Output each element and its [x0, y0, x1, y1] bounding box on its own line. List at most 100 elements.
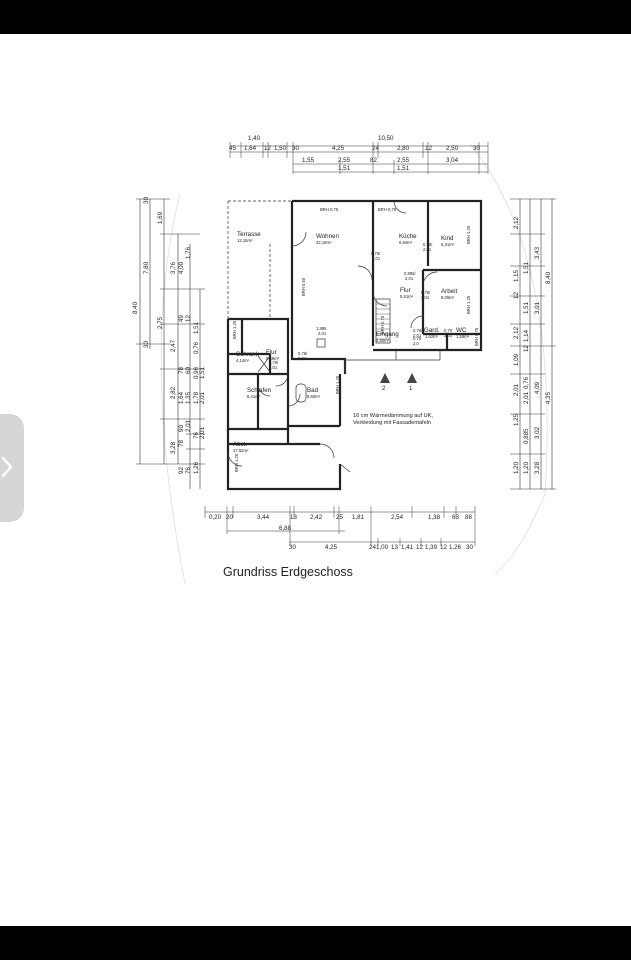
- dim-label: 1,26: [193, 461, 200, 474]
- door-labels: 0,76/ 2,01 0,76/ 2,01 0,885/ 2,01 0,76/ …: [269, 242, 453, 370]
- svg-text:12,15m²: 12,15m²: [237, 238, 253, 243]
- plan-title: Grundriss Erdgeschoss: [223, 565, 353, 579]
- room-bad: Bad 8,60m²: [307, 387, 321, 399]
- dim-label: 3,43: [534, 246, 541, 259]
- dim-label: 1,55: [302, 157, 315, 164]
- dim-label: 1,38: [428, 514, 441, 521]
- dim-label: 1,76: [185, 246, 192, 259]
- dim-label: 10,50: [378, 135, 394, 142]
- dimensions-bottom: 0,20 20 3,44 13 2,42 25 1,81 2,54 1,38 6…: [209, 514, 473, 551]
- dim-label: 3,44: [257, 514, 270, 521]
- room-flur-ost: Flur 5,51m²: [400, 287, 414, 299]
- svg-text:Abst.: Abst.: [233, 441, 247, 448]
- dim-label: 4,09: [534, 381, 541, 394]
- dimensions-left: 8,40 7,80 30 30 1,69 3,76 2,75 2,47 2,82…: [132, 197, 206, 474]
- dim-label: 3,01: [534, 301, 541, 314]
- dim-label: 1,69: [157, 211, 164, 224]
- dim-label: 13: [391, 544, 398, 551]
- dim-label: 76: [185, 467, 192, 474]
- dim-label: 88: [465, 514, 472, 521]
- dim-label: 1,39: [425, 544, 438, 551]
- dim-label: 12: [425, 145, 432, 152]
- dim-label: 24: [372, 145, 379, 152]
- door-label: 2,01: [372, 256, 381, 261]
- svg-text:16 cm Wärmedämmung auf UK,: 16 cm Wärmedämmung auf UK,: [353, 413, 433, 419]
- dim-label: 78: [178, 440, 185, 447]
- door-label: 2,0: [413, 341, 419, 346]
- dim-label: 30: [292, 145, 299, 152]
- svg-text:8,31m²: 8,31m²: [441, 242, 455, 247]
- room-schlafen: Schlafen 8,41m²: [247, 387, 272, 399]
- door-label: 0,885/: [404, 271, 416, 276]
- document-page: 2 1 Terrasse 12,15m² Wohnen 32,19m² Küch…: [0, 34, 631, 926]
- door-label: 0,76/: [269, 360, 279, 365]
- svg-text:Wohnen: Wohnen: [316, 233, 339, 240]
- brh-label: BRH 0,75: [378, 207, 397, 212]
- dim-label: 1,51: [193, 321, 200, 334]
- dim-label: 30: [466, 544, 473, 551]
- dim-label: 2,42: [310, 514, 323, 521]
- dim-label: 1,41: [401, 544, 414, 551]
- dim-label: 3,28: [534, 461, 541, 474]
- dimensions-right: 2,12 1,15 12 2,12 1,09 2,01 1,25 1,20 1,…: [513, 216, 552, 474]
- svg-text:Gard.: Gard.: [424, 327, 440, 334]
- brh-label: BRH 1,25: [466, 295, 471, 314]
- side-panel-tab[interactable]: [0, 414, 24, 522]
- dim-label: 3,28: [170, 441, 177, 454]
- dim-label: 6,88: [279, 525, 292, 532]
- svg-text:32,19m²: 32,19m²: [316, 240, 332, 245]
- dim-label: 2,01: [199, 391, 206, 404]
- dim-label: 12: [523, 345, 530, 352]
- dim-label: 12: [440, 544, 447, 551]
- svg-text:8,06m²: 8,06m²: [441, 295, 455, 300]
- svg-text:1: 1: [409, 385, 413, 392]
- brh-labels: BRH 0,75 BRH 1,26 BRH 0,50 BRH 0,75 BRH …: [232, 207, 479, 472]
- dim-label: 1,00: [376, 544, 389, 551]
- door-label: 0,76/: [298, 351, 308, 356]
- dim-label: 30: [143, 197, 150, 204]
- dim-label: 2,01: [185, 419, 192, 432]
- dim-label: 4,00: [178, 261, 185, 274]
- room-terrasse: Terrasse 12,15m²: [237, 231, 261, 243]
- section-marker-1: 1: [407, 373, 417, 392]
- dim-label: 1,09: [513, 353, 520, 366]
- dim-label: 0,76: [523, 376, 530, 389]
- svg-text:Schlafen: Schlafen: [247, 387, 272, 394]
- svg-text:Kind: Kind: [441, 235, 454, 242]
- dim-label: 2,12: [513, 326, 520, 339]
- svg-text:6,94m²: 6,94m²: [399, 240, 413, 245]
- insulation-note: 16 cm Wärmedämmung auf UK, Verkleidung m…: [353, 413, 433, 426]
- dim-label: 1,20: [513, 461, 520, 474]
- room-schrank: Schrank 4,14m²: [236, 351, 260, 363]
- dim-label: 1,51: [523, 261, 530, 274]
- door-label: 2,01: [298, 356, 307, 361]
- svg-text:8,41m²: 8,41m²: [247, 394, 261, 399]
- dim-label: 1,40: [248, 135, 261, 142]
- brh-label: BRH 0,75: [474, 327, 479, 346]
- door-label: 0,76/: [423, 242, 433, 247]
- dim-label: 0,20: [209, 514, 222, 521]
- dim-label: 2,01: [199, 426, 206, 439]
- section-marker-2: 2: [380, 373, 390, 392]
- room-flur-west: Flur 5,69m²: [266, 349, 280, 361]
- dim-label: 1,51: [397, 165, 410, 172]
- dim-label: 1,51: [523, 301, 530, 314]
- svg-text:Küche: Küche: [399, 233, 417, 240]
- svg-text:Bad: Bad: [307, 387, 319, 394]
- dim-label: 4,25: [332, 145, 345, 152]
- room-eingang: Eingang 2,80m²: [376, 331, 399, 343]
- dim-label: 1,35: [185, 391, 192, 404]
- dim-label: 4,25: [325, 544, 338, 551]
- brh-label: BRH 1,25: [234, 453, 239, 472]
- dim-label: 13: [290, 514, 297, 521]
- svg-text:17,52m²: 17,52m²: [233, 448, 249, 453]
- svg-text:Verkleidung mit Fassadentafeln: Verkleidung mit Fassadentafeln: [353, 420, 431, 426]
- dim-label: 60: [185, 367, 192, 374]
- room-arbeit: Arbeit 8,06m²: [441, 288, 457, 300]
- dim-label: 1,64: [178, 391, 185, 404]
- dim-label: 63: [452, 514, 459, 521]
- dim-label: 4,35: [545, 391, 552, 404]
- svg-text:Flur: Flur: [400, 287, 411, 294]
- dim-label: 1,15: [513, 269, 520, 282]
- dim-label: 12: [264, 145, 271, 152]
